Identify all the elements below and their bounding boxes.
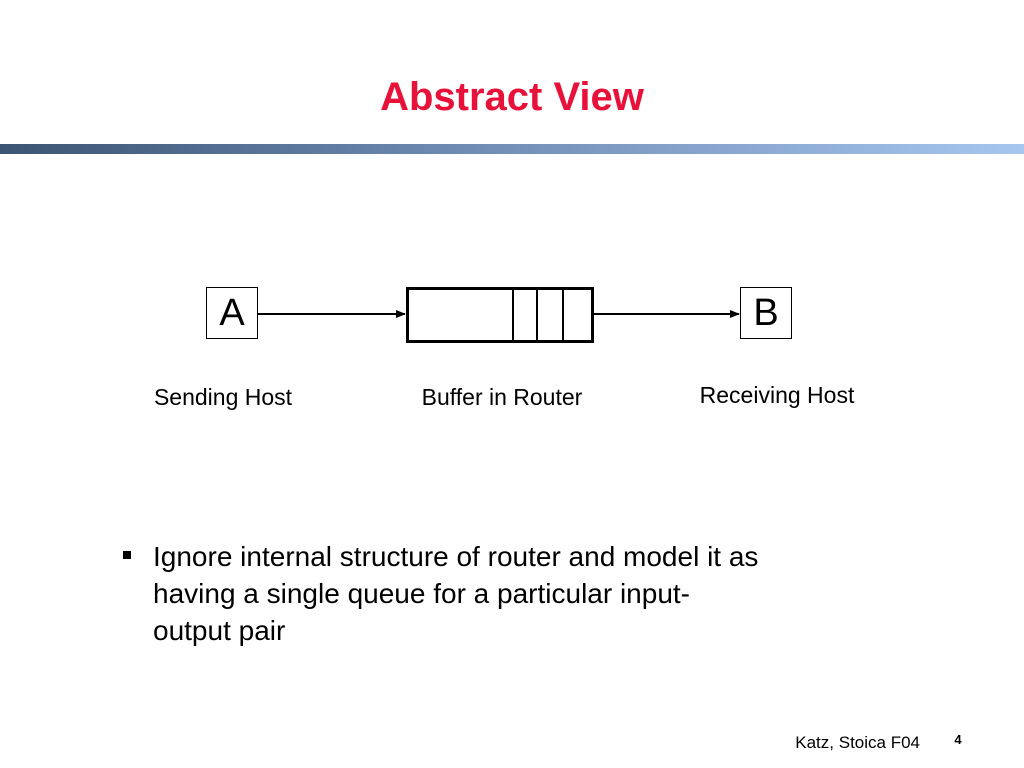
receiving-host-node: B	[740, 287, 792, 339]
receiving-host-caption: Receiving Host	[699, 382, 855, 408]
diagram-arrows	[258, 310, 740, 318]
buffer-caption: Buffer in Router	[421, 384, 583, 410]
buffer-slot-divider	[536, 290, 538, 340]
bullet-text: Ignore internal structure of router and …	[153, 541, 759, 646]
square-bullet-icon	[123, 551, 131, 559]
queue-diagram: A B Sending Host Buffer in Router Receiv…	[0, 270, 1024, 430]
title-divider-bar	[0, 144, 1024, 154]
slide-title: Abstract View	[380, 75, 644, 119]
slide-footer: Katz, Stoica F04	[795, 733, 920, 752]
sending-host-caption: Sending Host	[153, 384, 293, 410]
buffer-slot-divider	[562, 290, 564, 340]
page-number: 4	[954, 732, 962, 747]
buffer-slot-divider	[512, 290, 514, 340]
sending-host-node: A	[206, 287, 258, 339]
router-buffer-queue	[406, 287, 594, 343]
